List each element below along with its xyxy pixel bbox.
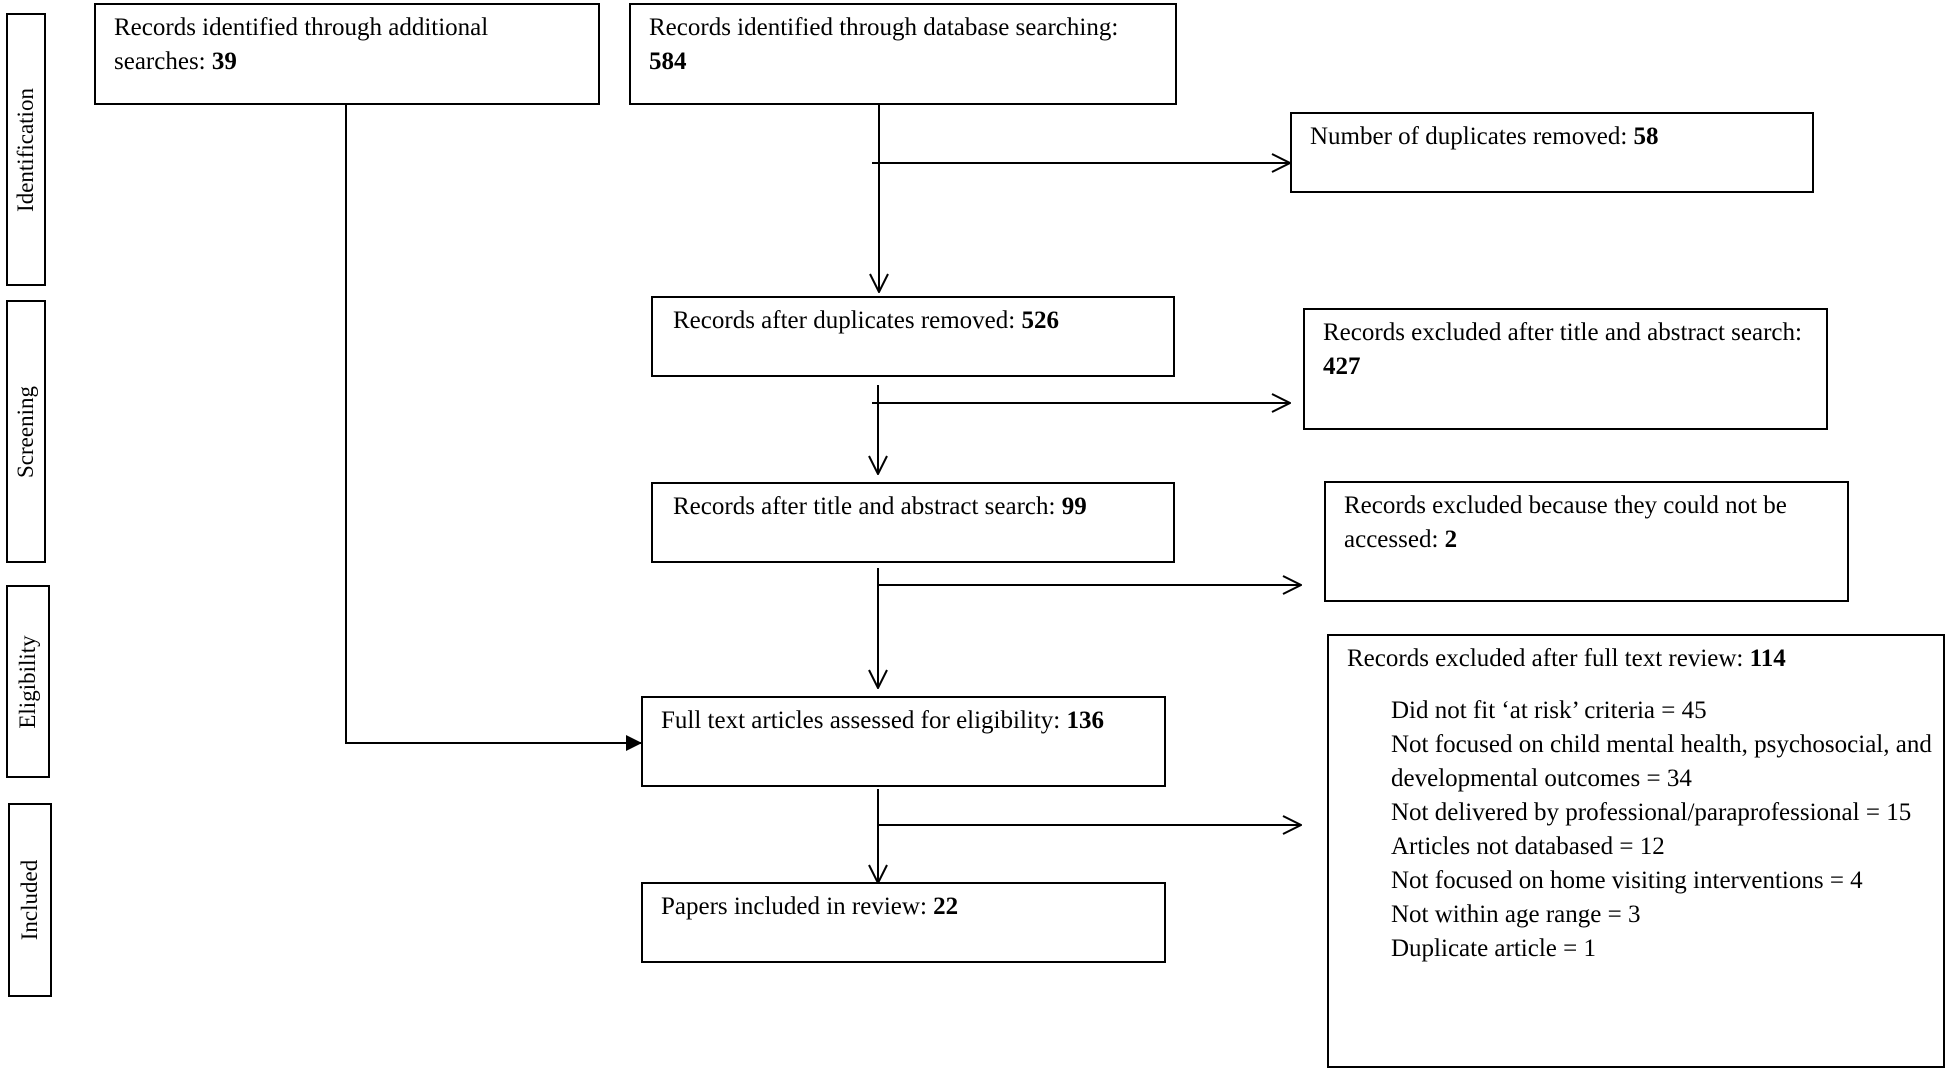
box-text: Records after title and abstract search: (673, 493, 1062, 520)
box-duplicates-removed: Number of duplicates removed: 58 (1290, 112, 1814, 193)
arrow-additional-to-full-text (345, 104, 642, 751)
box-count: 39 (211, 48, 237, 75)
box-database-searching: Records identified through database sear… (629, 3, 1177, 105)
box-count: 58 (1633, 123, 1659, 150)
box-text: Records excluded because they could not … (1344, 492, 1787, 553)
box-count: 526 (1021, 307, 1059, 334)
stage-label: Eligibility (15, 634, 40, 729)
box-count: 136 (1066, 707, 1104, 734)
stage-label: Screening (13, 385, 38, 478)
exclusion-reason: Not delivered by professional/paraprofes… (1391, 799, 1912, 826)
box-count: 2 (1444, 526, 1458, 553)
box-count: 22 (933, 893, 959, 920)
box-count: 427 (1323, 353, 1361, 380)
box-full-text-assessed: Full text articles assessed for eligibil… (641, 696, 1166, 787)
exclusion-reason: Not focused on child mental health, psyc… (1391, 731, 1932, 792)
box-excluded-full-text: Records excluded after full text review:… (1327, 634, 1945, 1068)
stage-identification: Identification (6, 13, 46, 286)
stage-eligibility: Eligibility (6, 585, 50, 778)
box-text: Records identified through database sear… (649, 14, 1119, 41)
box-text: Papers included in review: (661, 893, 934, 920)
exclusion-reason: Duplicate article = 1 (1391, 935, 1596, 962)
exclusion-reason: Not focused on home visiting interventio… (1391, 867, 1863, 894)
box-count: 584 (649, 48, 687, 75)
stage-label: Included (17, 859, 42, 941)
box-text: Records after duplicates removed: (673, 307, 1022, 334)
stage-included: Included (8, 803, 52, 997)
box-included-review: Papers included in review: 22 (641, 882, 1166, 963)
box-text: Records identified through additional se… (114, 14, 489, 75)
box-excluded-access: Records excluded because they could not … (1324, 481, 1849, 602)
box-text: Records excluded after title and abstrac… (1323, 319, 1802, 346)
stage-screening: Screening (6, 300, 46, 563)
box-count: 114 (1749, 645, 1786, 672)
stage-label: Identification (13, 87, 38, 212)
box-text: Records excluded after full text review: (1347, 645, 1750, 672)
exclusion-reason: Articles not databased = 12 (1391, 833, 1665, 860)
box-text: Full text articles assessed for eligibil… (661, 707, 1067, 734)
box-after-title-abstract: Records after title and abstract search:… (651, 482, 1175, 563)
box-count: 99 (1061, 493, 1087, 520)
box-excluded-title-abstract: Records excluded after title and abstrac… (1303, 308, 1828, 430)
exclusion-reasons-list: Did not fit ‘at risk’ criteria = 45 Not … (1347, 694, 1937, 966)
box-after-duplicates: Records after duplicates removed: 526 (651, 296, 1175, 377)
exclusion-reason: Not within age range = 3 (1391, 901, 1641, 928)
box-text: Number of duplicates removed: (1310, 123, 1634, 150)
box-additional-searches: Records identified through additional se… (94, 3, 600, 105)
exclusion-reason: Did not fit ‘at risk’ criteria = 45 (1391, 697, 1707, 724)
